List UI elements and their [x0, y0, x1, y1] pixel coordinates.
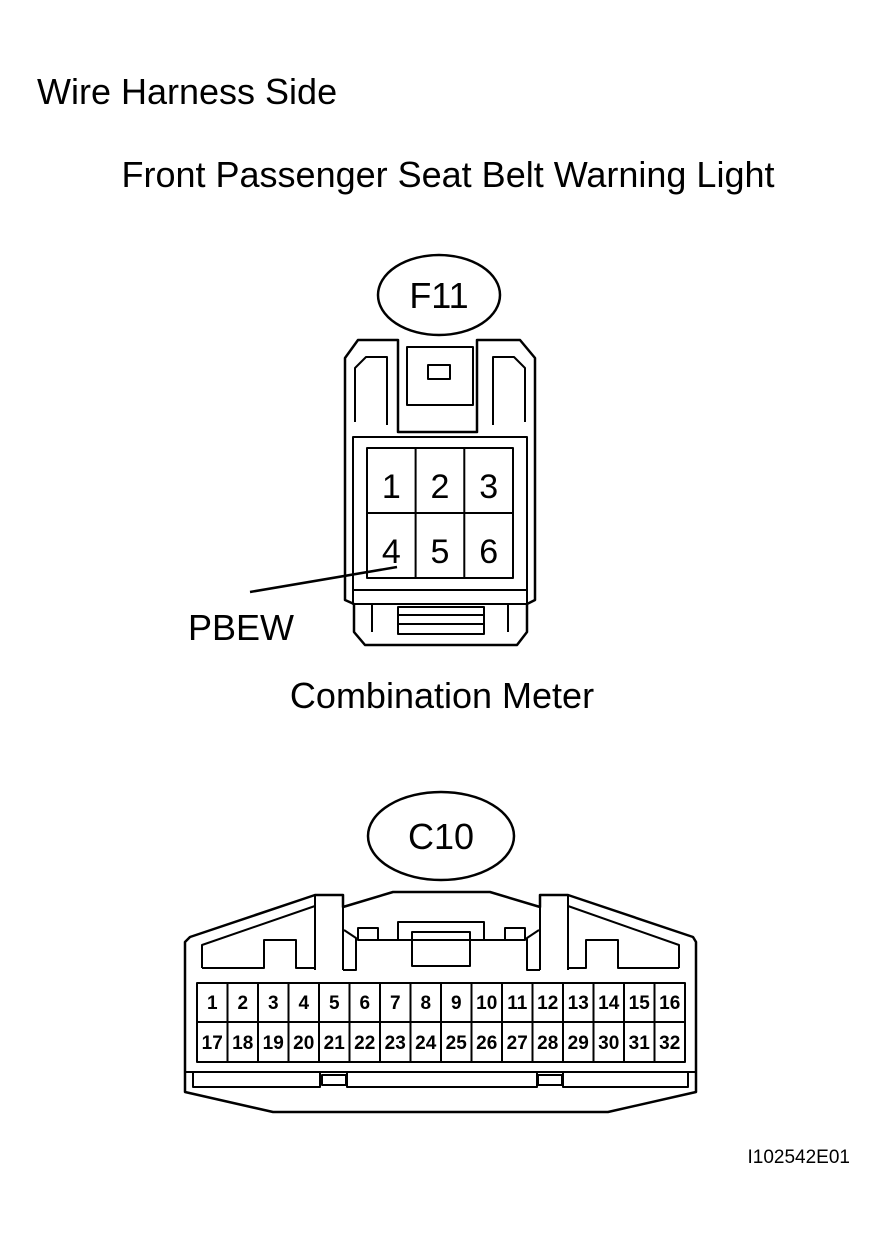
- c10-pin-22: 22: [354, 1033, 375, 1054]
- f11-pin-5: 5: [431, 533, 450, 571]
- c10-code-label: C10: [408, 816, 474, 857]
- c10-pin-24: 24: [415, 1033, 437, 1054]
- c10-pin-30: 30: [598, 1033, 619, 1054]
- c10-pin-1: 1: [207, 993, 218, 1014]
- c10-code-ellipse: [366, 790, 516, 882]
- c10-component-label: Combination Meter: [290, 675, 594, 716]
- c10-pin-17: 17: [202, 1033, 223, 1054]
- c10-pin-6: 6: [359, 993, 370, 1014]
- figure-id: I102542E01: [748, 1147, 851, 1168]
- c10-pin-7: 7: [390, 993, 401, 1014]
- c10-pin-14: 14: [598, 993, 620, 1014]
- f11-pin-3: 3: [479, 468, 498, 506]
- c10-pin-16: 16: [659, 993, 680, 1014]
- c10-connector-body: [183, 890, 698, 1114]
- c10-pin-15: 15: [629, 993, 651, 1014]
- f11-connector-body: [343, 338, 537, 647]
- c10-pin-26: 26: [476, 1033, 497, 1054]
- f11-pin-2: 2: [431, 468, 450, 506]
- c10-pin-10: 10: [476, 993, 497, 1014]
- c10-pin-21: 21: [324, 1033, 346, 1054]
- f11-code-ellipse: [376, 253, 502, 337]
- pbew-callout-label: PBEW: [188, 607, 294, 648]
- f11-pin-grid: 1 2 3 4 5 6: [366, 447, 514, 579]
- c10-pin-32: 32: [659, 1033, 680, 1054]
- c10-pin-8: 8: [420, 993, 431, 1014]
- c10-pin-2: 2: [237, 993, 248, 1014]
- page-title: Wire Harness Side: [37, 71, 337, 112]
- c10-pin-25: 25: [446, 1033, 468, 1054]
- c10-pin-12: 12: [537, 993, 558, 1014]
- c10-pin-29: 29: [568, 1033, 589, 1054]
- pbew-leader-line: [249, 565, 398, 594]
- c10-pin-13: 13: [568, 993, 589, 1014]
- f11-pin-6: 6: [479, 533, 498, 571]
- c10-pin-20: 20: [293, 1033, 314, 1054]
- c10-pin-9: 9: [451, 993, 462, 1014]
- c10-pin-28: 28: [537, 1033, 558, 1054]
- c10-pin-11: 11: [507, 993, 528, 1014]
- c10-pin-31: 31: [629, 1033, 651, 1054]
- f11-pin-1: 1: [382, 468, 401, 506]
- c10-pin-3: 3: [268, 993, 279, 1014]
- f11-component-label: Front Passenger Seat Belt Warning Light: [121, 154, 774, 195]
- f11-code-label: F11: [409, 275, 468, 316]
- c10-pin-19: 19: [263, 1033, 284, 1054]
- c10-pin-23: 23: [385, 1033, 406, 1054]
- f11-pin-4: 4: [382, 533, 401, 571]
- c10-pin-18: 18: [232, 1033, 253, 1054]
- c10-pin-4: 4: [298, 993, 309, 1014]
- c10-pin-5: 5: [329, 993, 340, 1014]
- c10-pin-27: 27: [507, 1033, 528, 1054]
